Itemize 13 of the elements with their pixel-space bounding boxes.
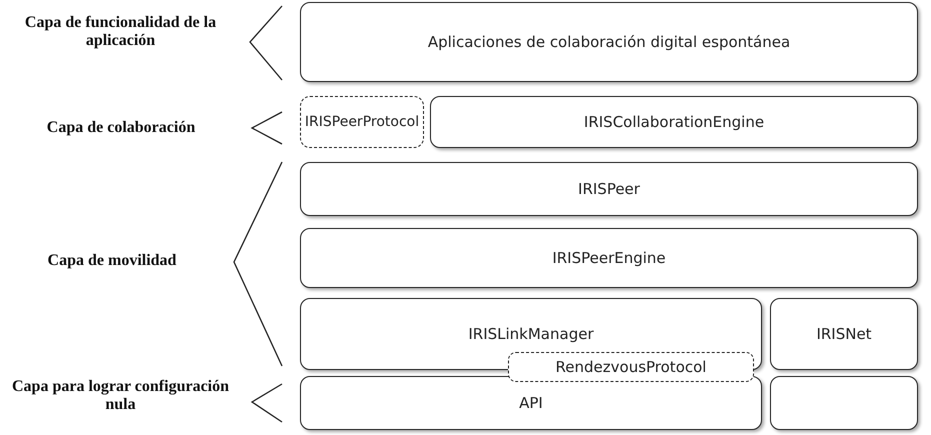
layer-label: Capa de funcionalidad de la aplicación [24,14,218,51]
layer-label: Capa para lograr configuración nula [10,378,230,415]
protocol-box: RendezvousProtocol [508,352,754,382]
layer-label: Capa de movilidad [46,252,178,270]
layer-label: Capa de colaboración [46,119,196,138]
layer-box: Aplicaciones de colaboración digital espontánea [300,2,918,82]
layer-box: IRISPeer [300,162,918,216]
layer-box: IRISPeerEngine [300,228,918,288]
protocol-box: IRISPeerProtocol [300,96,424,148]
empty-layer-box [770,376,918,430]
layer-box: API [300,376,762,430]
layer-box: IRISNet [770,298,918,370]
layer-box: IRISCollaborationEngine [430,96,918,148]
